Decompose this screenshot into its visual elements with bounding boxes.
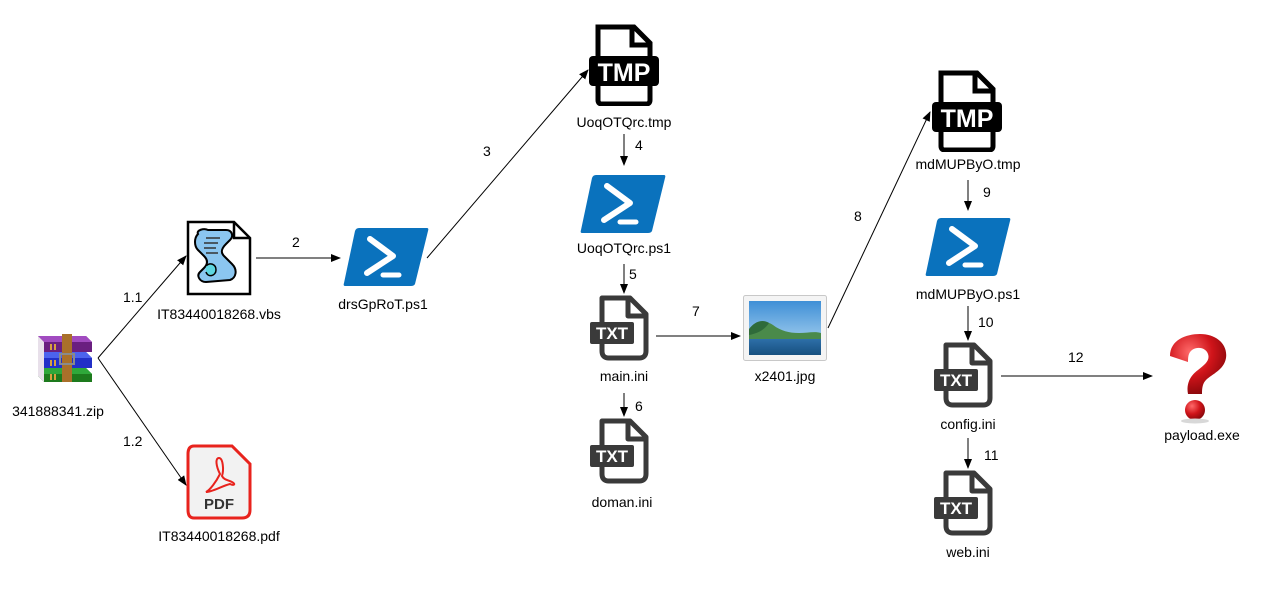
edge-arrow-zip-pdf	[97, 357, 187, 486]
node-label: UoqOTQrc.ps1	[576, 240, 672, 256]
pdf-icon: PDF	[186, 444, 252, 520]
edge-label: 2	[292, 234, 300, 250]
tmp-file-icon: TMP	[589, 24, 659, 106]
node-label: mdMUPByO.ps1	[915, 286, 1021, 302]
powershell-icon	[343, 228, 429, 286]
tmp-icon-text: TMP	[941, 105, 994, 133]
txt-icon-text: TXT	[596, 324, 629, 343]
node-label: IT83440018268.pdf	[158, 528, 280, 544]
edge-arrow-ps1a-tmp1	[426, 69, 589, 259]
node-label: IT83440018268.vbs	[157, 306, 281, 322]
node-label: web.ini	[946, 544, 990, 560]
edge-label: 5	[629, 266, 637, 282]
script-icon	[186, 220, 252, 296]
tmp-file-icon: TMP	[932, 70, 1002, 152]
pdf-icon-text: PDF	[204, 496, 234, 513]
edge-label: 4	[635, 137, 643, 153]
node-label: x2401.jpg	[754, 368, 816, 384]
node-label: UoqOTQrc.tmp	[576, 114, 672, 130]
node-label: doman.ini	[591, 494, 653, 510]
edge-label: 6	[635, 398, 643, 414]
txt-file-icon: TXT	[590, 418, 649, 484]
question-mark-icon	[1170, 334, 1227, 424]
node-label: 341888341.zip	[12, 403, 104, 419]
edge-label: 9	[983, 184, 991, 200]
edge-arrow-zip-vbs	[97, 255, 187, 359]
edge-label: 11	[984, 447, 999, 463]
txt-icon-text: TXT	[940, 371, 973, 390]
node-label: payload.exe	[1164, 427, 1240, 443]
edge-label: 7	[692, 303, 700, 319]
powershell-icon	[580, 175, 666, 233]
archive-icon	[38, 334, 92, 382]
txt-icon-text: TXT	[596, 447, 629, 466]
txt-icon-text: TXT	[940, 499, 973, 518]
image-icon	[743, 295, 827, 361]
txt-file-icon: TXT	[934, 342, 993, 408]
edge-label: 10	[978, 314, 994, 330]
edge-label: 12	[1068, 349, 1084, 365]
node-label: mdMUPByO.tmp	[915, 156, 1021, 172]
edge-label: 1.2	[123, 433, 143, 449]
node-label: config.ini	[940, 416, 996, 432]
txt-file-icon: TXT	[590, 295, 649, 361]
node-label: main.ini	[599, 368, 649, 384]
powershell-icon	[925, 218, 1011, 276]
edge-label: 1.1	[123, 289, 143, 305]
txt-file-icon: TXT	[934, 470, 993, 536]
tmp-icon-text: TMP	[598, 59, 651, 87]
node-label: drsGpRoT.ps1	[338, 296, 428, 312]
edge-label: 3	[483, 143, 491, 159]
edge-label: 8	[854, 208, 862, 224]
edge-arrow-jpg-tmp2	[827, 111, 931, 329]
